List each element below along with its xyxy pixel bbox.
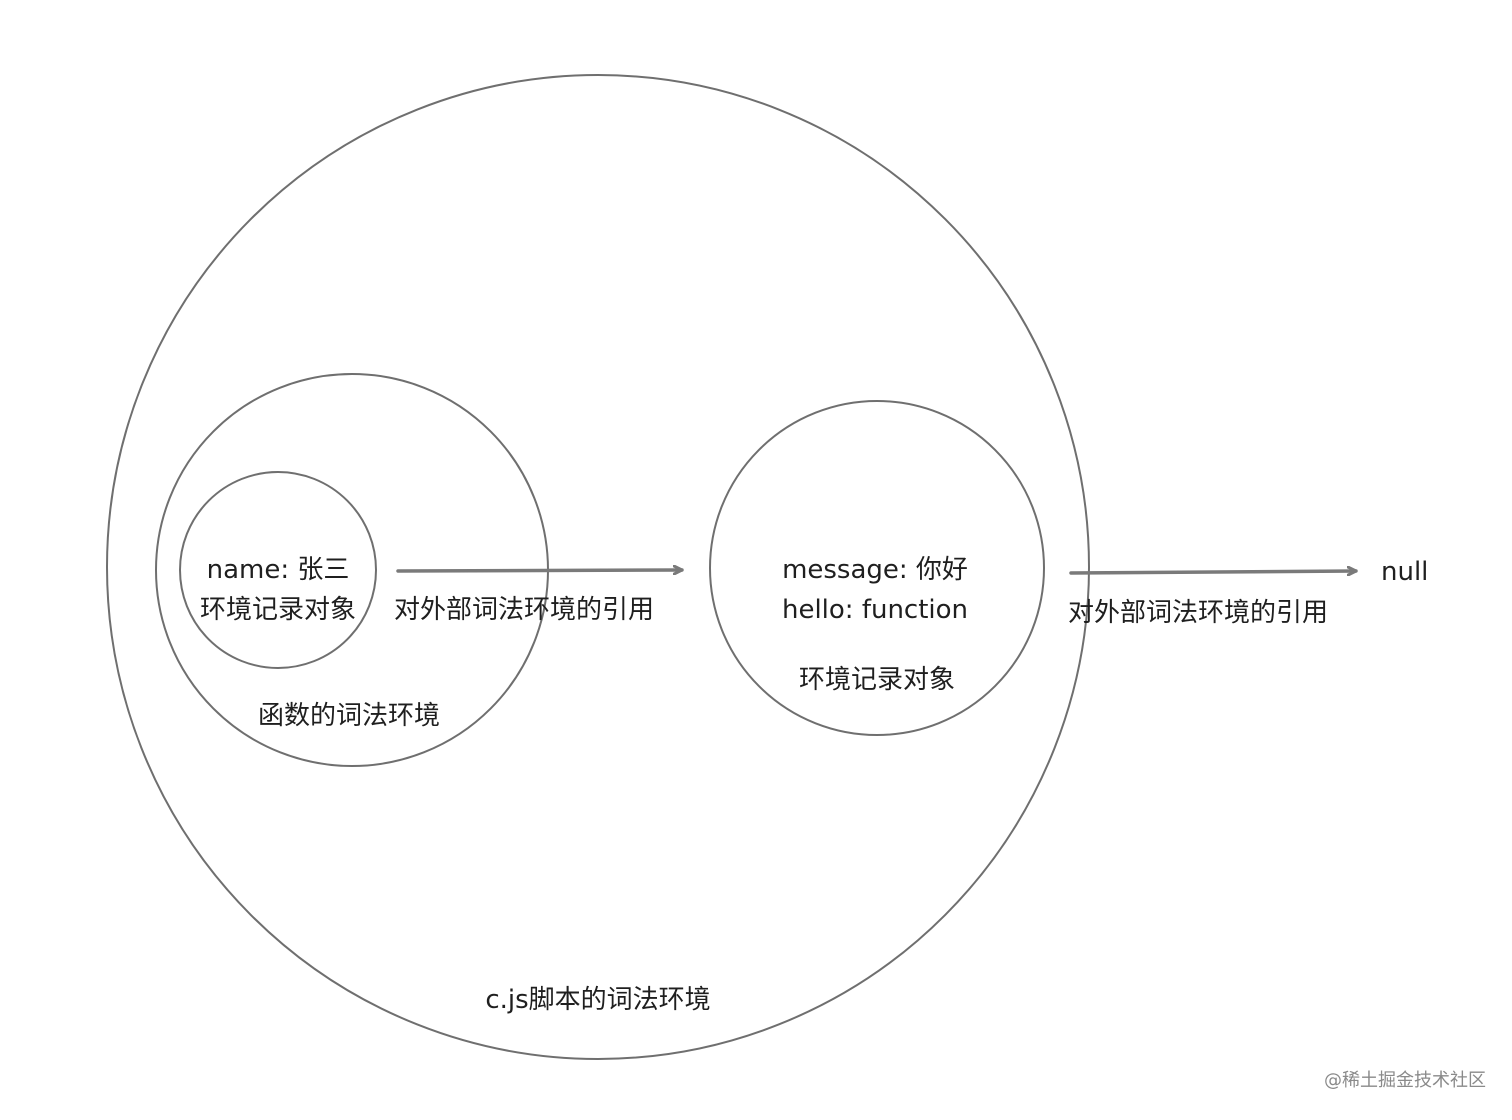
outer-reference-arrow-1 <box>396 570 684 571</box>
script-record-circle <box>709 400 1045 736</box>
watermark: @稀土掘金技术社区 <box>1324 1070 1486 1091</box>
script-env-label: c.js脚本的词法环境 <box>485 985 711 1015</box>
null-target: null <box>1381 557 1429 587</box>
script-env-circle <box>106 74 1090 1060</box>
inner-record-label: 环境记录对象 <box>199 595 357 625</box>
inner-record-circle <box>179 471 377 669</box>
outer-reference-label-1: 对外部词法环境的引用 <box>394 595 655 625</box>
outer-reference-label-2: 对外部词法环境的引用 <box>1068 598 1329 628</box>
function-env-label: 函数的词法环境 <box>257 701 441 731</box>
script-record-label: 环境记录对象 <box>798 665 956 695</box>
script-record-message: message: 你好 <box>782 555 968 585</box>
script-record-hello: hello: function <box>781 595 969 625</box>
outer-reference-arrow-2 <box>1069 571 1358 573</box>
inner-record-variable: name: 张三 <box>206 555 350 585</box>
